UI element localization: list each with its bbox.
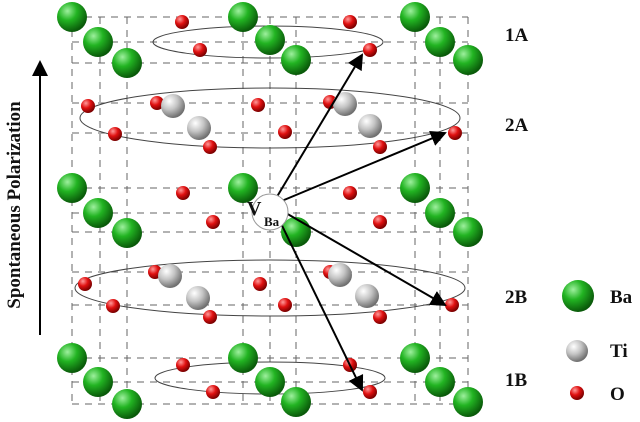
barium-atom: [453, 217, 483, 247]
displacement-arrow: [271, 53, 364, 206]
layer-label-2a: 2A: [505, 115, 529, 136]
barium-atom: [255, 25, 285, 55]
barium-atom: [400, 2, 430, 32]
layer-label-1a: 1A: [505, 25, 529, 46]
oxygen-atom: [363, 43, 377, 57]
legend-ba-label: Ba: [610, 287, 633, 308]
oxygen-atom: [203, 310, 217, 324]
oxygen-atom: [251, 98, 265, 112]
titanium-atom: [186, 286, 210, 310]
displacement-arrow: [271, 204, 364, 392]
vacancy-site: V Ba: [247, 193, 289, 231]
oxygen-atom: [108, 127, 122, 141]
barium-atom: [425, 367, 455, 397]
barium-atom: [425, 198, 455, 228]
titanium-atom: [358, 114, 382, 138]
legend-o-ball: [570, 386, 584, 400]
oxygen-atom: [448, 126, 462, 140]
oxygen-atom: [373, 310, 387, 324]
barium-atom: [57, 343, 87, 373]
barium-atom: [57, 2, 87, 32]
oxygen-atom: [343, 15, 357, 29]
layer-label-1b: 1B: [505, 370, 528, 391]
oxygen-atom: [78, 277, 92, 291]
layer-label-2b: 2B: [505, 287, 528, 308]
oxygen-atom: [278, 298, 292, 312]
barium-atom: [453, 387, 483, 417]
barium-atom: [425, 27, 455, 57]
legend: Ba Ti O: [562, 280, 633, 405]
titanium-atom: [158, 264, 182, 288]
oxygen-atom: [363, 385, 377, 399]
titanium-atom: [161, 94, 185, 118]
barium-atom: [228, 2, 258, 32]
titanium-atom: [328, 263, 352, 287]
oxygen-atom: [81, 99, 95, 113]
titanium-atom: [333, 92, 357, 116]
oxygen-atom: [253, 277, 267, 291]
barium-atom: [112, 389, 142, 419]
oxygen-atom: [176, 358, 190, 372]
oxygen-atom: [203, 140, 217, 154]
legend-ti-label: Ti: [610, 341, 628, 362]
vacancy-label: V: [247, 198, 262, 220]
oxygen-atom: [373, 140, 387, 154]
legend-ba-ball: [562, 280, 594, 312]
displacement-arrow: [271, 204, 447, 307]
vacancy-subscript: Ba: [264, 214, 280, 229]
oxygen-atom: [373, 215, 387, 229]
displacement-arrows: [271, 53, 447, 392]
barium-atom: [281, 45, 311, 75]
barium-atom: [453, 45, 483, 75]
barium-atom: [281, 387, 311, 417]
titanium-atom: [187, 116, 211, 140]
oxygen-atom: [206, 215, 220, 229]
barium-atom: [112, 48, 142, 78]
barium-atom: [112, 218, 142, 248]
layer-ellipse: [74, 259, 466, 317]
barium-atom: [228, 343, 258, 373]
oxygen-atom: [150, 96, 164, 110]
barium-atom: [83, 27, 113, 57]
oxygen-atom: [445, 298, 459, 312]
titanium-atom: [355, 284, 379, 308]
layer-ellipse: [79, 87, 461, 149]
polarization-label: Spontaneous Polarization: [4, 101, 25, 309]
barium-atom: [228, 173, 258, 203]
oxygen-atom: [278, 125, 292, 139]
legend-o-label: O: [610, 384, 625, 405]
barium-atom: [400, 343, 430, 373]
barium-atom: [255, 367, 285, 397]
barium-atom: [57, 173, 87, 203]
barium-atom: [83, 198, 113, 228]
barium-atom: [83, 367, 113, 397]
barium-atom: [400, 173, 430, 203]
oxygen-atom: [176, 186, 190, 200]
oxygen-atom: [206, 385, 220, 399]
atoms: [57, 2, 483, 419]
oxygen-atom: [343, 186, 357, 200]
legend-ti-ball: [566, 340, 588, 362]
displacement-arrow: [271, 130, 447, 206]
oxygen-atom: [193, 43, 207, 57]
oxygen-atom: [175, 15, 189, 29]
oxygen-atom: [106, 299, 120, 313]
